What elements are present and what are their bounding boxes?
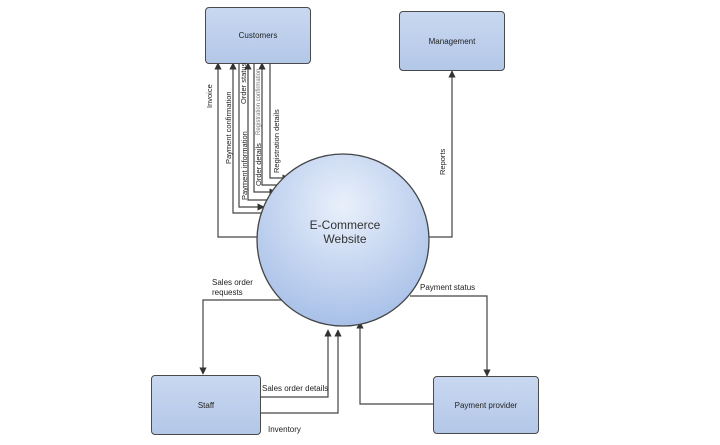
flow-reports-label: Reports: [438, 148, 447, 175]
flow-order-status-label: Order status: [239, 62, 248, 104]
flow-payment-confirmation-label: Payment confirmation: [224, 91, 233, 164]
entity-staff-label: Staff: [197, 400, 215, 410]
flow-order-status-line: [244, 62, 272, 201]
flow-sales-order-details-label: Sales order details: [262, 384, 329, 393]
flow-order-details-label: Order details: [254, 143, 263, 186]
entity-payment-provider-label: Payment provider: [454, 400, 518, 410]
flow-sales-order-requests-label: Sales order requests: [212, 278, 253, 298]
entity-management-label: Management: [428, 36, 476, 46]
flow-invoice-line: [214, 62, 262, 238]
entity-payment-provider[interactable]: Payment provider: [433, 376, 539, 434]
flow-payment-status-line: [410, 295, 491, 377]
entity-staff[interactable]: Staff: [151, 375, 261, 435]
process-label-line2: Website: [323, 232, 367, 246]
entity-management[interactable]: Management: [399, 11, 505, 71]
flow-sales-order-details-line: [261, 329, 332, 398]
flow-reports-line: [425, 70, 456, 238]
flow-inventory-label: Inventory: [268, 425, 301, 434]
flow-payment-confirmation-line: [229, 62, 268, 214]
flow-payment-information-line: [238, 63, 265, 211]
flow-sales-order-requests-label-line1: Sales order: [212, 278, 253, 287]
flow-order-details-line: [253, 63, 277, 196]
flow-registration-details-label: Registration details: [272, 109, 281, 173]
process-circle: [256, 153, 430, 327]
flow-payment-status-label: Payment status: [420, 283, 476, 292]
flow-inventory-line: [261, 329, 342, 414]
entity-customers[interactable]: Customers: [205, 7, 311, 64]
process-label: E-Commerce Website: [270, 218, 420, 246]
flow-sales-order-requests-line: [199, 299, 282, 375]
entity-customers-label: Customers: [238, 31, 278, 40]
flow-payment-information-label: Payment information: [240, 131, 249, 200]
process-label-line1: E-Commerce: [309, 218, 381, 232]
flow-payment-provider-line: [356, 321, 433, 405]
flow-invoice-label: Invoice: [205, 84, 214, 108]
flow-sales-order-requests-label-line2: requests: [212, 288, 243, 297]
flow-registration-confirmation-line: [258, 62, 282, 186]
flow-registration-confirmation-label: Registration confirmation: [256, 68, 262, 135]
